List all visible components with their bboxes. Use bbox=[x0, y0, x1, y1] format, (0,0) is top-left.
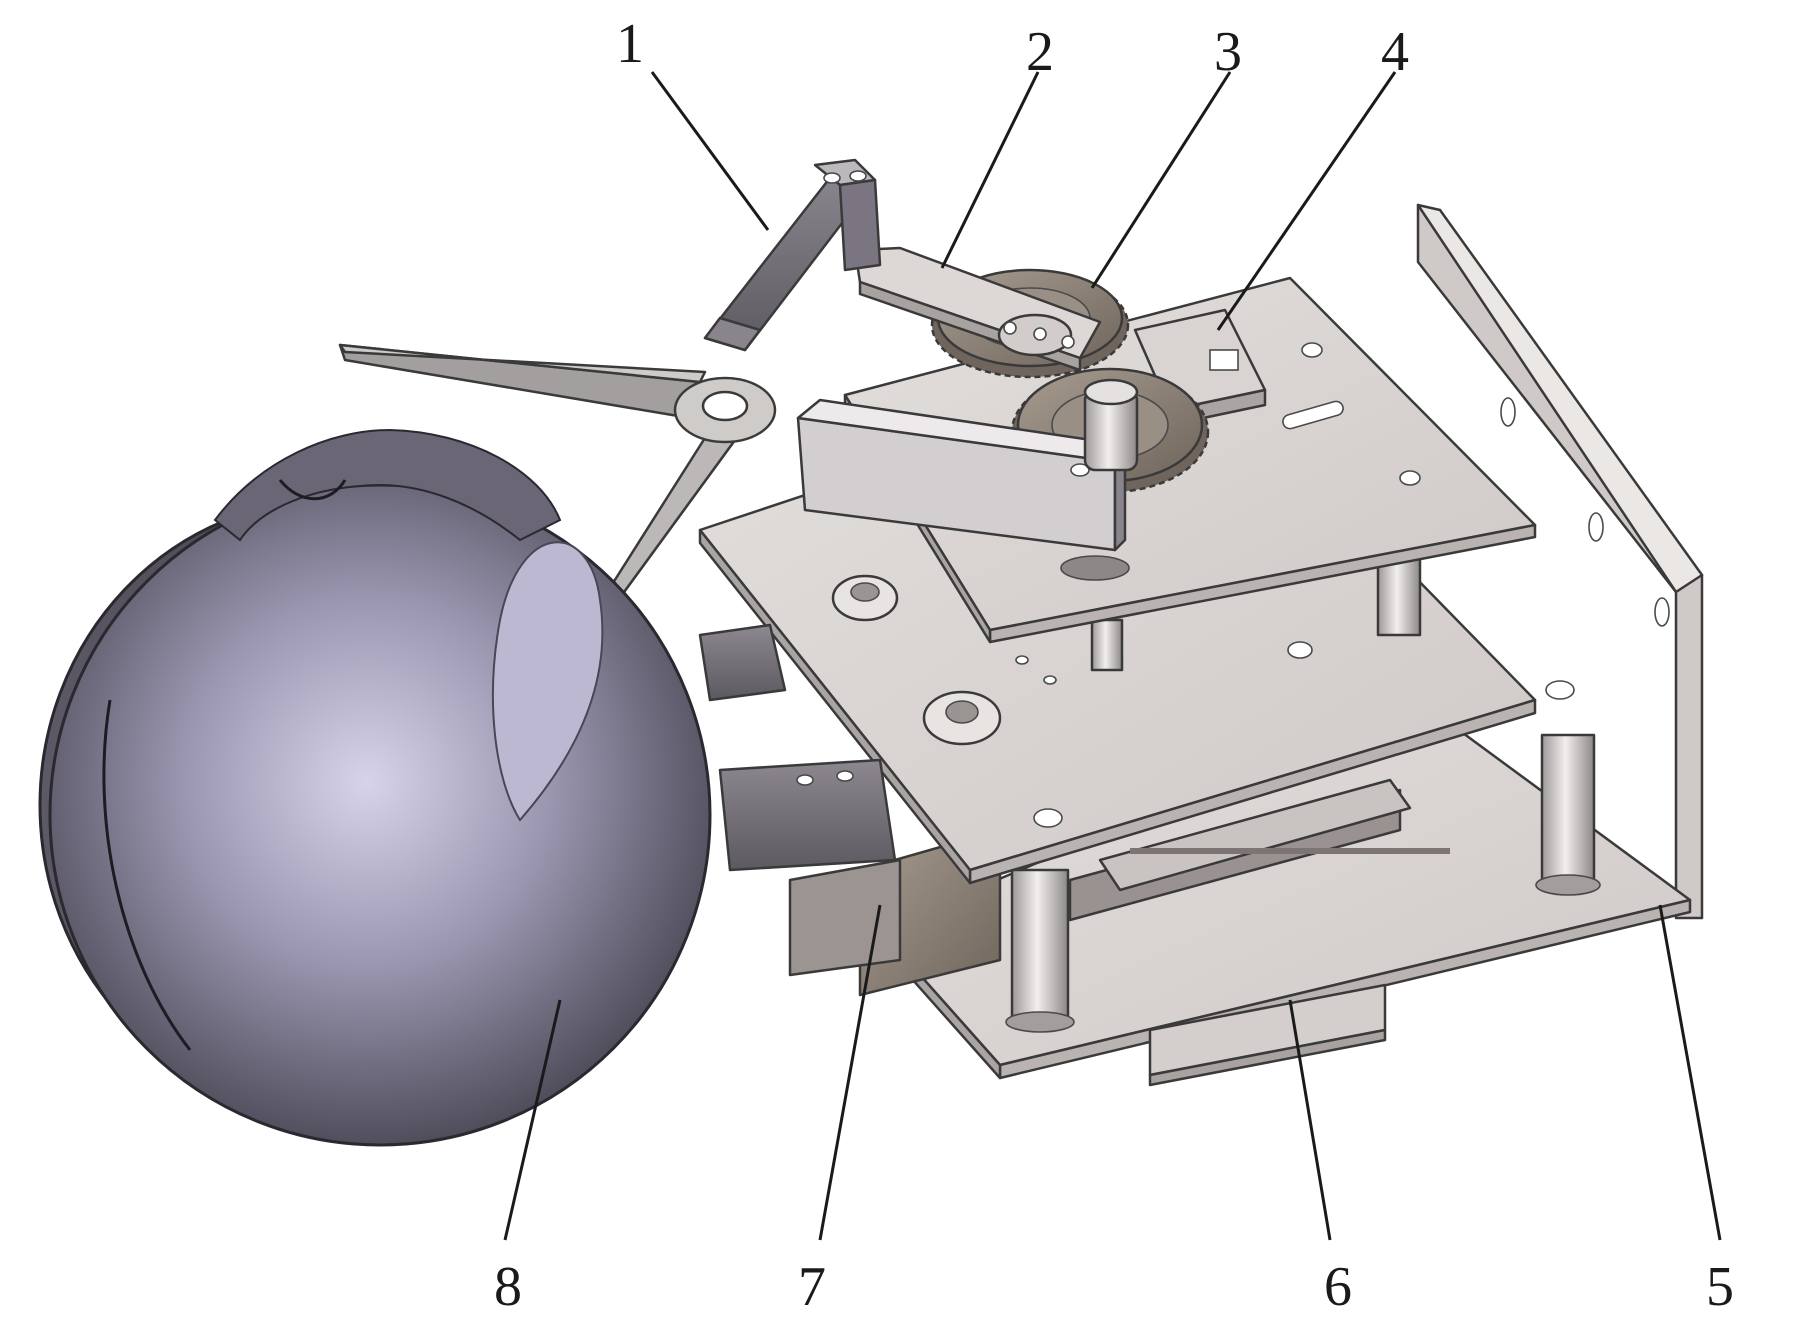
bottom-actuator-box bbox=[1148, 983, 1387, 1087]
callout-label-2: 2 bbox=[1026, 21, 1054, 83]
callout-labels: 1 2 3 4 5 6 7 8 bbox=[494, 13, 1734, 1318]
leader-line-5 bbox=[1658, 904, 1722, 1241]
callout-label-5: 5 bbox=[1706, 1256, 1734, 1318]
leader-line-7 bbox=[818, 904, 882, 1241]
lower-pillars bbox=[1005, 733, 1601, 1033]
scissor-blades bbox=[338, 343, 777, 637]
sphere-shell bbox=[38, 428, 712, 1147]
callout-label-7: 7 bbox=[798, 1256, 826, 1318]
leader-line-3 bbox=[1090, 71, 1232, 289]
leader-line-4 bbox=[1216, 71, 1397, 331]
callout-label-3: 3 bbox=[1214, 21, 1242, 83]
callout-label-8: 8 bbox=[494, 1256, 522, 1318]
side-plate bbox=[1416, 203, 1704, 920]
upper-pillars bbox=[831, 543, 1422, 672]
leader-line-1 bbox=[650, 71, 770, 231]
leader-lines bbox=[503, 71, 1722, 1241]
rack-gear-assembly bbox=[788, 778, 1450, 997]
leader-line-2 bbox=[940, 71, 1040, 269]
upper-gripper-arm bbox=[703, 158, 882, 352]
link-arm bbox=[853, 246, 1102, 372]
leader-line-6 bbox=[1288, 999, 1332, 1241]
rear-guide-bars bbox=[698, 623, 897, 872]
callout-label-1: 1 bbox=[616, 13, 644, 75]
leader-line-8 bbox=[503, 999, 562, 1241]
callout-label-4: 4 bbox=[1381, 21, 1409, 83]
lower-gripper-arm bbox=[796, 378, 1139, 581]
callout-label-6: 6 bbox=[1324, 1256, 1352, 1318]
